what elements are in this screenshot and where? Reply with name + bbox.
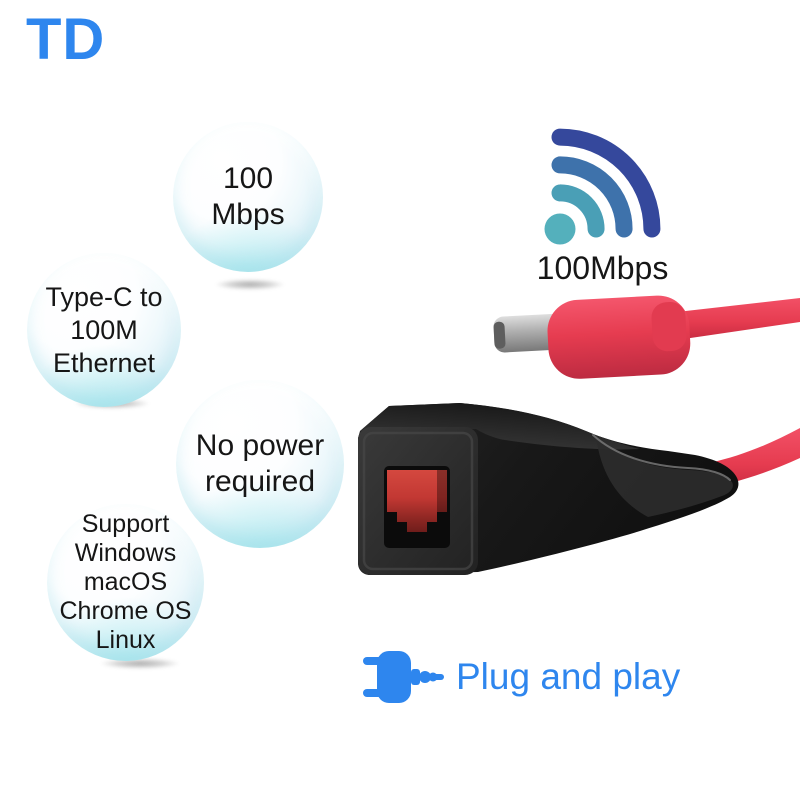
adapter-top-face: [360, 403, 640, 450]
bubble-line: Support: [81, 510, 170, 538]
rj45-port-keystone: [387, 470, 447, 532]
bubble-line: macOS: [83, 568, 168, 596]
feature-bubble-os: Support Windows macOS Chrome OS Linux: [47, 504, 204, 661]
bubble-line: Windows: [74, 539, 177, 567]
bubble-line: Type-C to: [45, 281, 163, 312]
bubble-line: Chrome OS: [59, 597, 192, 625]
bubble-shadow: [215, 279, 285, 290]
feature-bubble-typec: Type-C to 100M Ethernet: [27, 253, 181, 407]
feature-bubble-power: No power required: [176, 380, 344, 548]
bubble-line: Linux: [95, 626, 156, 654]
feature-bubble-speed: 100 Mbps: [173, 122, 323, 272]
bubble-line: Mbps: [211, 198, 285, 231]
red-cable-upper: [668, 298, 800, 341]
wifi-signal-icon: [544, 128, 661, 245]
brand-logo: TD: [26, 7, 106, 72]
plug-and-play-label: Plug and play: [456, 656, 681, 697]
bubble-line: 100: [222, 162, 274, 195]
bubble-line: Ethernet: [52, 347, 156, 378]
bubble-shadow: [100, 658, 180, 669]
bubble-line: required: [204, 465, 316, 498]
wifi-speed-label: 100Mbps: [536, 250, 669, 286]
bubble-line: 100M: [70, 314, 138, 345]
bubble-line: No power: [195, 429, 325, 462]
power-plug-icon: [363, 651, 444, 703]
